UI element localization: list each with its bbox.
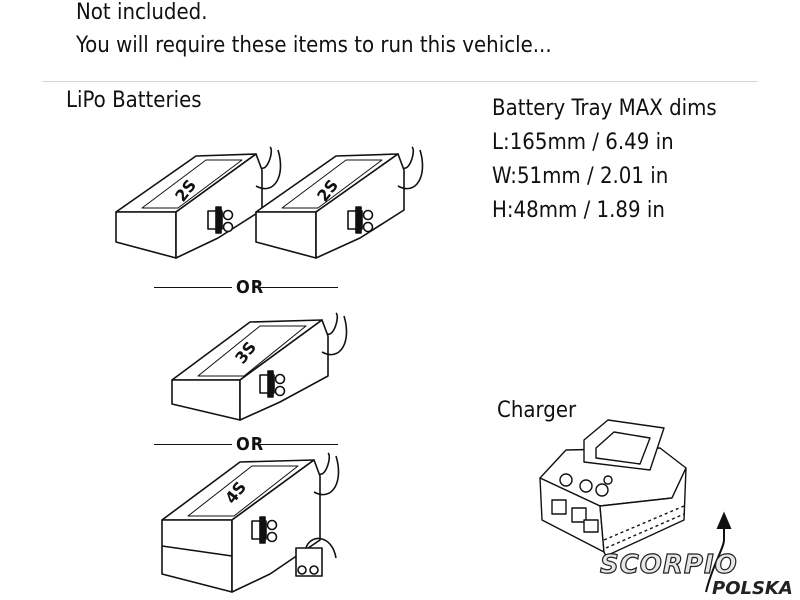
scorpio-logo: SCORPIO — [599, 549, 738, 580]
or-label: OR — [236, 434, 265, 455]
tray-length: L:165mm / 6.49 in — [492, 130, 674, 155]
or-separator-2: OR — [150, 434, 340, 455]
battery-4s — [161, 452, 340, 593]
tray-dims-title: Battery Tray MAX dims — [492, 96, 717, 121]
polska-logo: POLSKA — [712, 578, 793, 599]
battery-3s — [171, 312, 348, 421]
tray-height: H:48mm / 1.89 in — [492, 198, 665, 223]
charger-title: Charger — [497, 398, 577, 423]
note-not-included: Not included. — [76, 0, 208, 25]
or-separator-1: OR — [150, 277, 340, 298]
header-divider — [42, 81, 758, 82]
note-requirements: You will require these items to run this… — [76, 33, 552, 58]
or-label: OR — [236, 277, 265, 298]
charger-illustration — [539, 419, 687, 557]
battery-2s-right — [255, 146, 424, 259]
lipo-section-title: LiPo Batteries — [66, 88, 202, 113]
scorpio-tail-icon — [705, 511, 732, 593]
tray-width: W:51mm / 2.01 in — [492, 164, 669, 189]
battery-2s-left — [115, 146, 282, 259]
